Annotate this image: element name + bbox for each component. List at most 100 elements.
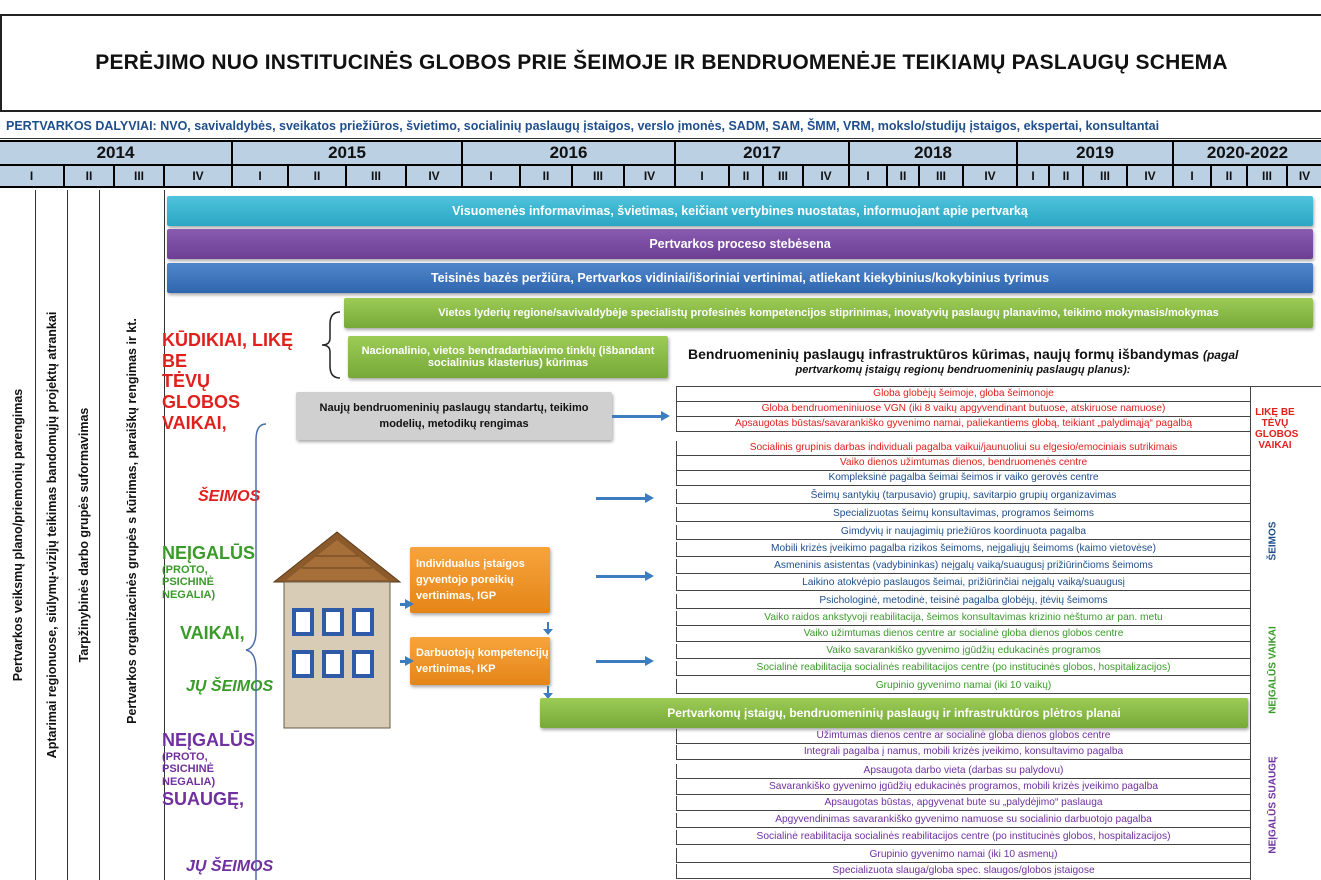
column-organizational-group: Pertvarkos organizacinės grupės s kūrima… (100, 190, 165, 880)
orphans-line: BE (162, 350, 188, 371)
info-bar: Visuomenės informavimas, švietimas, keič… (167, 196, 1313, 226)
arrow-icon (596, 656, 654, 666)
arrow-down-icon (543, 686, 553, 699)
column-regional-discussions: Aptarimai regionuose, siūlymų-vizijų tei… (36, 190, 68, 880)
service-row: Savarankiško gyvenimo įgūdžių edukacinės… (676, 780, 1250, 795)
development-plans-bar: Pertvarkomų įstaigų, bendruomeninių pasl… (540, 698, 1248, 728)
disabled-adults-group: NEĮGALŪS (PROTO, PSICHINĖ NEGALIA) SUAUG… (162, 730, 255, 809)
service-row: Socialinis grupinis darbas individuali p… (676, 441, 1250, 456)
service-row: Integrali pagalba į namus, mobili krizės… (676, 745, 1250, 760)
quarter-header-row: I II III IV I II III IV I II III IV I II… (0, 166, 1321, 188)
quarter-cell: IV (407, 166, 463, 186)
year-cell: 2017 (676, 142, 850, 164)
regional-discussions-label: Aptarimai regionuose, siūlymų-vizijų tei… (44, 311, 59, 759)
arrow-down-icon (543, 622, 553, 635)
organizational-group-label: Pertvarkos organizacinės grupės s kūrima… (125, 318, 139, 725)
column-action-plan: Pertvarkos veiksmų plano/priemonių paren… (0, 190, 36, 880)
side-label-disabled-adults-text: NEĮGALŪS SUAUGĘ (1267, 755, 1279, 854)
arrow-icon (612, 411, 670, 421)
service-row: Užimtumas dienos centre ar socialinė glo… (676, 729, 1250, 744)
ikp-box: Darbuotojų kompetencijų vertinimas, IKP (410, 637, 550, 685)
side-label-families: ŠEIMOS (1250, 471, 1295, 611)
year-cell: 2020-2022 (1206, 143, 1289, 162)
quarter-cell: IV (1128, 166, 1174, 186)
service-row: Globa bendruomeniniuose VGN (iki 8 vaikų… (676, 402, 1250, 417)
quarter-cell: IV (165, 166, 233, 186)
igp-box-label: Individualus įstaigos gyventojo poreikių… (416, 558, 525, 602)
service-row: Vaiko raidos ankstyvoji reabilitacija, š… (676, 611, 1250, 626)
service-row: Psichologinė, metodinė, teisinė pagalba … (676, 594, 1250, 609)
standards-box-label: Naujų bendruomeninių paslaugų standartų,… (319, 402, 589, 430)
arrow-icon (596, 493, 654, 503)
orphans-group: KŪDIKIAI, LIKĘ BE TĖVŲ GLOBOS VAIKAI, (162, 330, 293, 433)
orphans-line: VAIKAI, (162, 412, 227, 433)
quarter-cell: IV (804, 166, 850, 186)
igp-box: Individualus įstaigos gyventojo poreikių… (410, 547, 550, 613)
participants-row: PERTVARKOS DALYVIAI: NVO, savivaldybės, … (0, 113, 1321, 139)
ikp-box-label: Darbuotojų kompetencijų vertinimas, IKP (416, 647, 549, 675)
infrastructure-heading: Bendruomeninių paslaugų infrastruktūros … (688, 346, 1321, 362)
quarter-cell: IV (1298, 169, 1311, 183)
quarter-cell: III (1248, 166, 1288, 186)
disabled-children-line: NEGALIA) (162, 588, 216, 601)
quarter-cell: I (463, 166, 521, 186)
orphans-line: KŪDIKIAI, LIKĘ (162, 330, 294, 350)
disabled-adults-line: (PROTO, (162, 750, 208, 763)
service-row: Apsaugotas būstas, apgyvenat bute su „pa… (676, 796, 1250, 811)
development-plans-bar-label: Pertvarkomų įstaigų, bendruomeninių pasl… (667, 706, 1121, 720)
disabled-adults-line: PSICHINĖ (162, 763, 214, 776)
working-group-label: Tarpžinybinės darbo grupės suformavimas (76, 407, 91, 663)
disabled-adults-line: NEĮGALŪS (162, 730, 256, 750)
service-row: Laikino atokvėpio paslaugos šeimai, priž… (676, 576, 1250, 591)
year-header-row: 2014 2015 2016 2017 2018 2019 2020-2022 (0, 140, 1321, 166)
quarter-cell: III (347, 166, 407, 186)
service-row: Vaiko dienos užimtumas dienos, bendruome… (676, 456, 1250, 471)
service-row: Apgyvendinimas savarankiško gyvenimo nam… (676, 813, 1250, 828)
service-row: Socialinė reabilitacija socialinės reabi… (676, 661, 1250, 676)
quarter-cell: III (1084, 166, 1128, 186)
quarter-cell: I (1174, 166, 1212, 186)
quarter-cell: IV (625, 166, 676, 186)
quarter-cell: I (233, 166, 289, 186)
service-row: Socialinė reabilitacija socialinės reabi… (676, 830, 1250, 845)
participants-text: NVO, savivaldybės, sveikatos priežiūros,… (160, 119, 1160, 133)
title-text: PERĖJIMO NUO INSTITUCINĖS GLOBOS PRIE ŠE… (95, 51, 1228, 74)
quarter-cell: II (1050, 166, 1084, 186)
service-row: Grupinio gyvenimo namai (iki 10 asmenų) (676, 848, 1250, 863)
disabled-children-line: (PROTO, (162, 563, 208, 576)
standards-box: Naujų bendruomeninių paslaugų standartų,… (296, 392, 612, 440)
quarter-cell: I (1018, 166, 1050, 186)
year-cell: 2018 (850, 142, 1018, 164)
side-label-disabled-children-text: NEĮGALŪS VAIKAI (1267, 626, 1279, 714)
quarter-cell: I (0, 166, 65, 186)
action-plan-label: Pertvarkos veiksmų plano/priemonių paren… (10, 388, 25, 682)
arrow-icon (596, 571, 654, 581)
quarter-cell: I (676, 166, 730, 186)
service-row: Asmeninis asistentas (vadybininkas) neįg… (676, 559, 1250, 574)
year-cell: 2014 (0, 142, 233, 164)
disabled-adults-families-label: JŲ ŠEIMOS (186, 858, 274, 875)
disabled-children-line: NEĮGALŪS (162, 543, 256, 563)
legal-review-bar-label: Teisinės bazės peržiūra, Pertvarkos vidi… (430, 271, 1050, 285)
service-row: Specializuota slauga/globa spec. slaugos… (676, 864, 1250, 879)
info-bar-label: Visuomenės informavimas, švietimas, keič… (452, 204, 1028, 218)
leaders-training-bar: Vietos lyderių regione/savivaldybėje spe… (344, 298, 1313, 328)
service-row: Apsaugota darbo vieta (darbas su palydov… (676, 764, 1250, 779)
infrastructure-subheading: pertvarkomų įstaigų regionų bendruomenin… (795, 364, 1131, 376)
year-cell: 2019 (1018, 142, 1174, 164)
orphans-line: GLOBOS (162, 392, 241, 413)
orphans-line: TĖVŲ (162, 371, 211, 392)
participants-label: PERTVARKOS DALYVIAI: (6, 119, 157, 133)
quarter-cell: II (730, 166, 764, 186)
side-label-orphans-text: LIKĘ BE TĖVŲ GLOBOS VAIKAI (1255, 407, 1299, 451)
service-row: Gimdyvių ir naujagimių priežiūros koordi… (676, 525, 1250, 540)
quarter-cell: IV (964, 166, 1018, 186)
side-label-disabled-adults: NEĮGALŪS SUAUGĘ (1250, 729, 1295, 880)
disabled-children-line: PSICHINĖ (162, 576, 214, 589)
service-row: Apsaugotas būstas/savarankiško gyvenimo … (676, 417, 1250, 432)
quarter-cell: III (764, 166, 804, 186)
disabled-adults-line: SUAUGĘ, (162, 788, 245, 809)
leaders-training-bar-label: Vietos lyderių regione/savivaldybėje spe… (438, 307, 1219, 319)
disabled-adults-line: NEGALIA) (162, 775, 216, 788)
quarter-cell: III (115, 166, 165, 186)
